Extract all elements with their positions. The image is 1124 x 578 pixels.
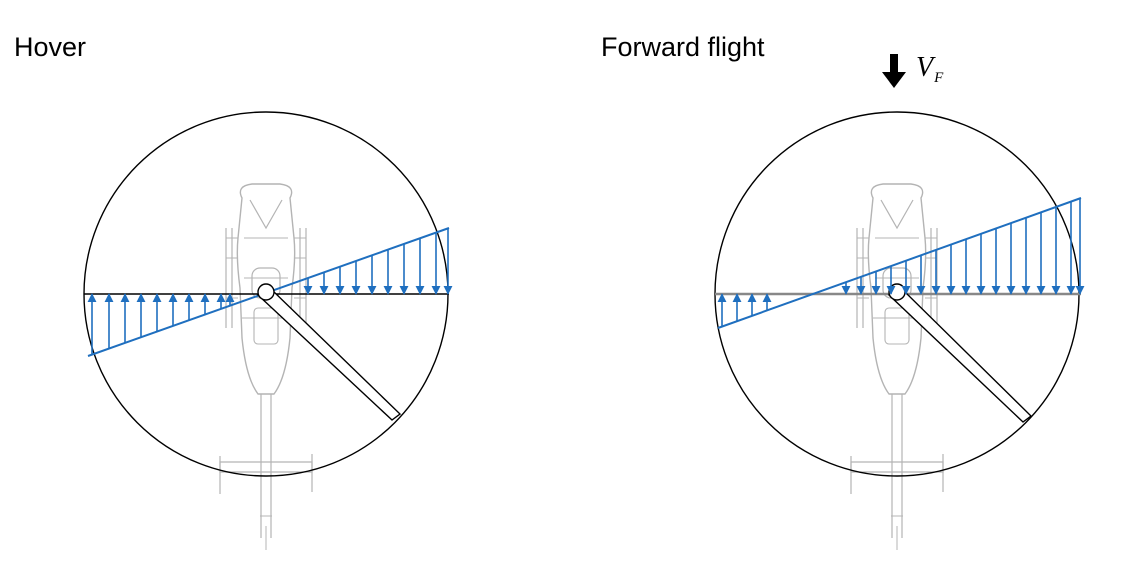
forward-helicopter-silhouette xyxy=(850,183,944,551)
hover-rotor-hub xyxy=(257,283,275,301)
hover-rotor-panel xyxy=(83,111,453,551)
forward-lift-arrows xyxy=(717,198,1085,327)
freestream-down-arrow-icon xyxy=(882,54,906,88)
forward-flight-panel-title: Forward flight xyxy=(601,32,765,62)
hover-lift-arrows xyxy=(87,228,453,355)
hover-panel-title: Hover xyxy=(14,32,87,62)
forward-velocity-label: VF xyxy=(916,54,943,86)
hover-helicopter-silhouette xyxy=(219,183,313,551)
forward-velocity-symbol: V xyxy=(916,52,934,83)
forward-velocity-line xyxy=(717,197,1082,329)
forward-rotor-panel xyxy=(714,54,1085,551)
hover-rotor-blade xyxy=(256,289,402,421)
forward-rotor-blade xyxy=(887,289,1033,423)
forward-velocity-subscript: F xyxy=(934,70,944,86)
